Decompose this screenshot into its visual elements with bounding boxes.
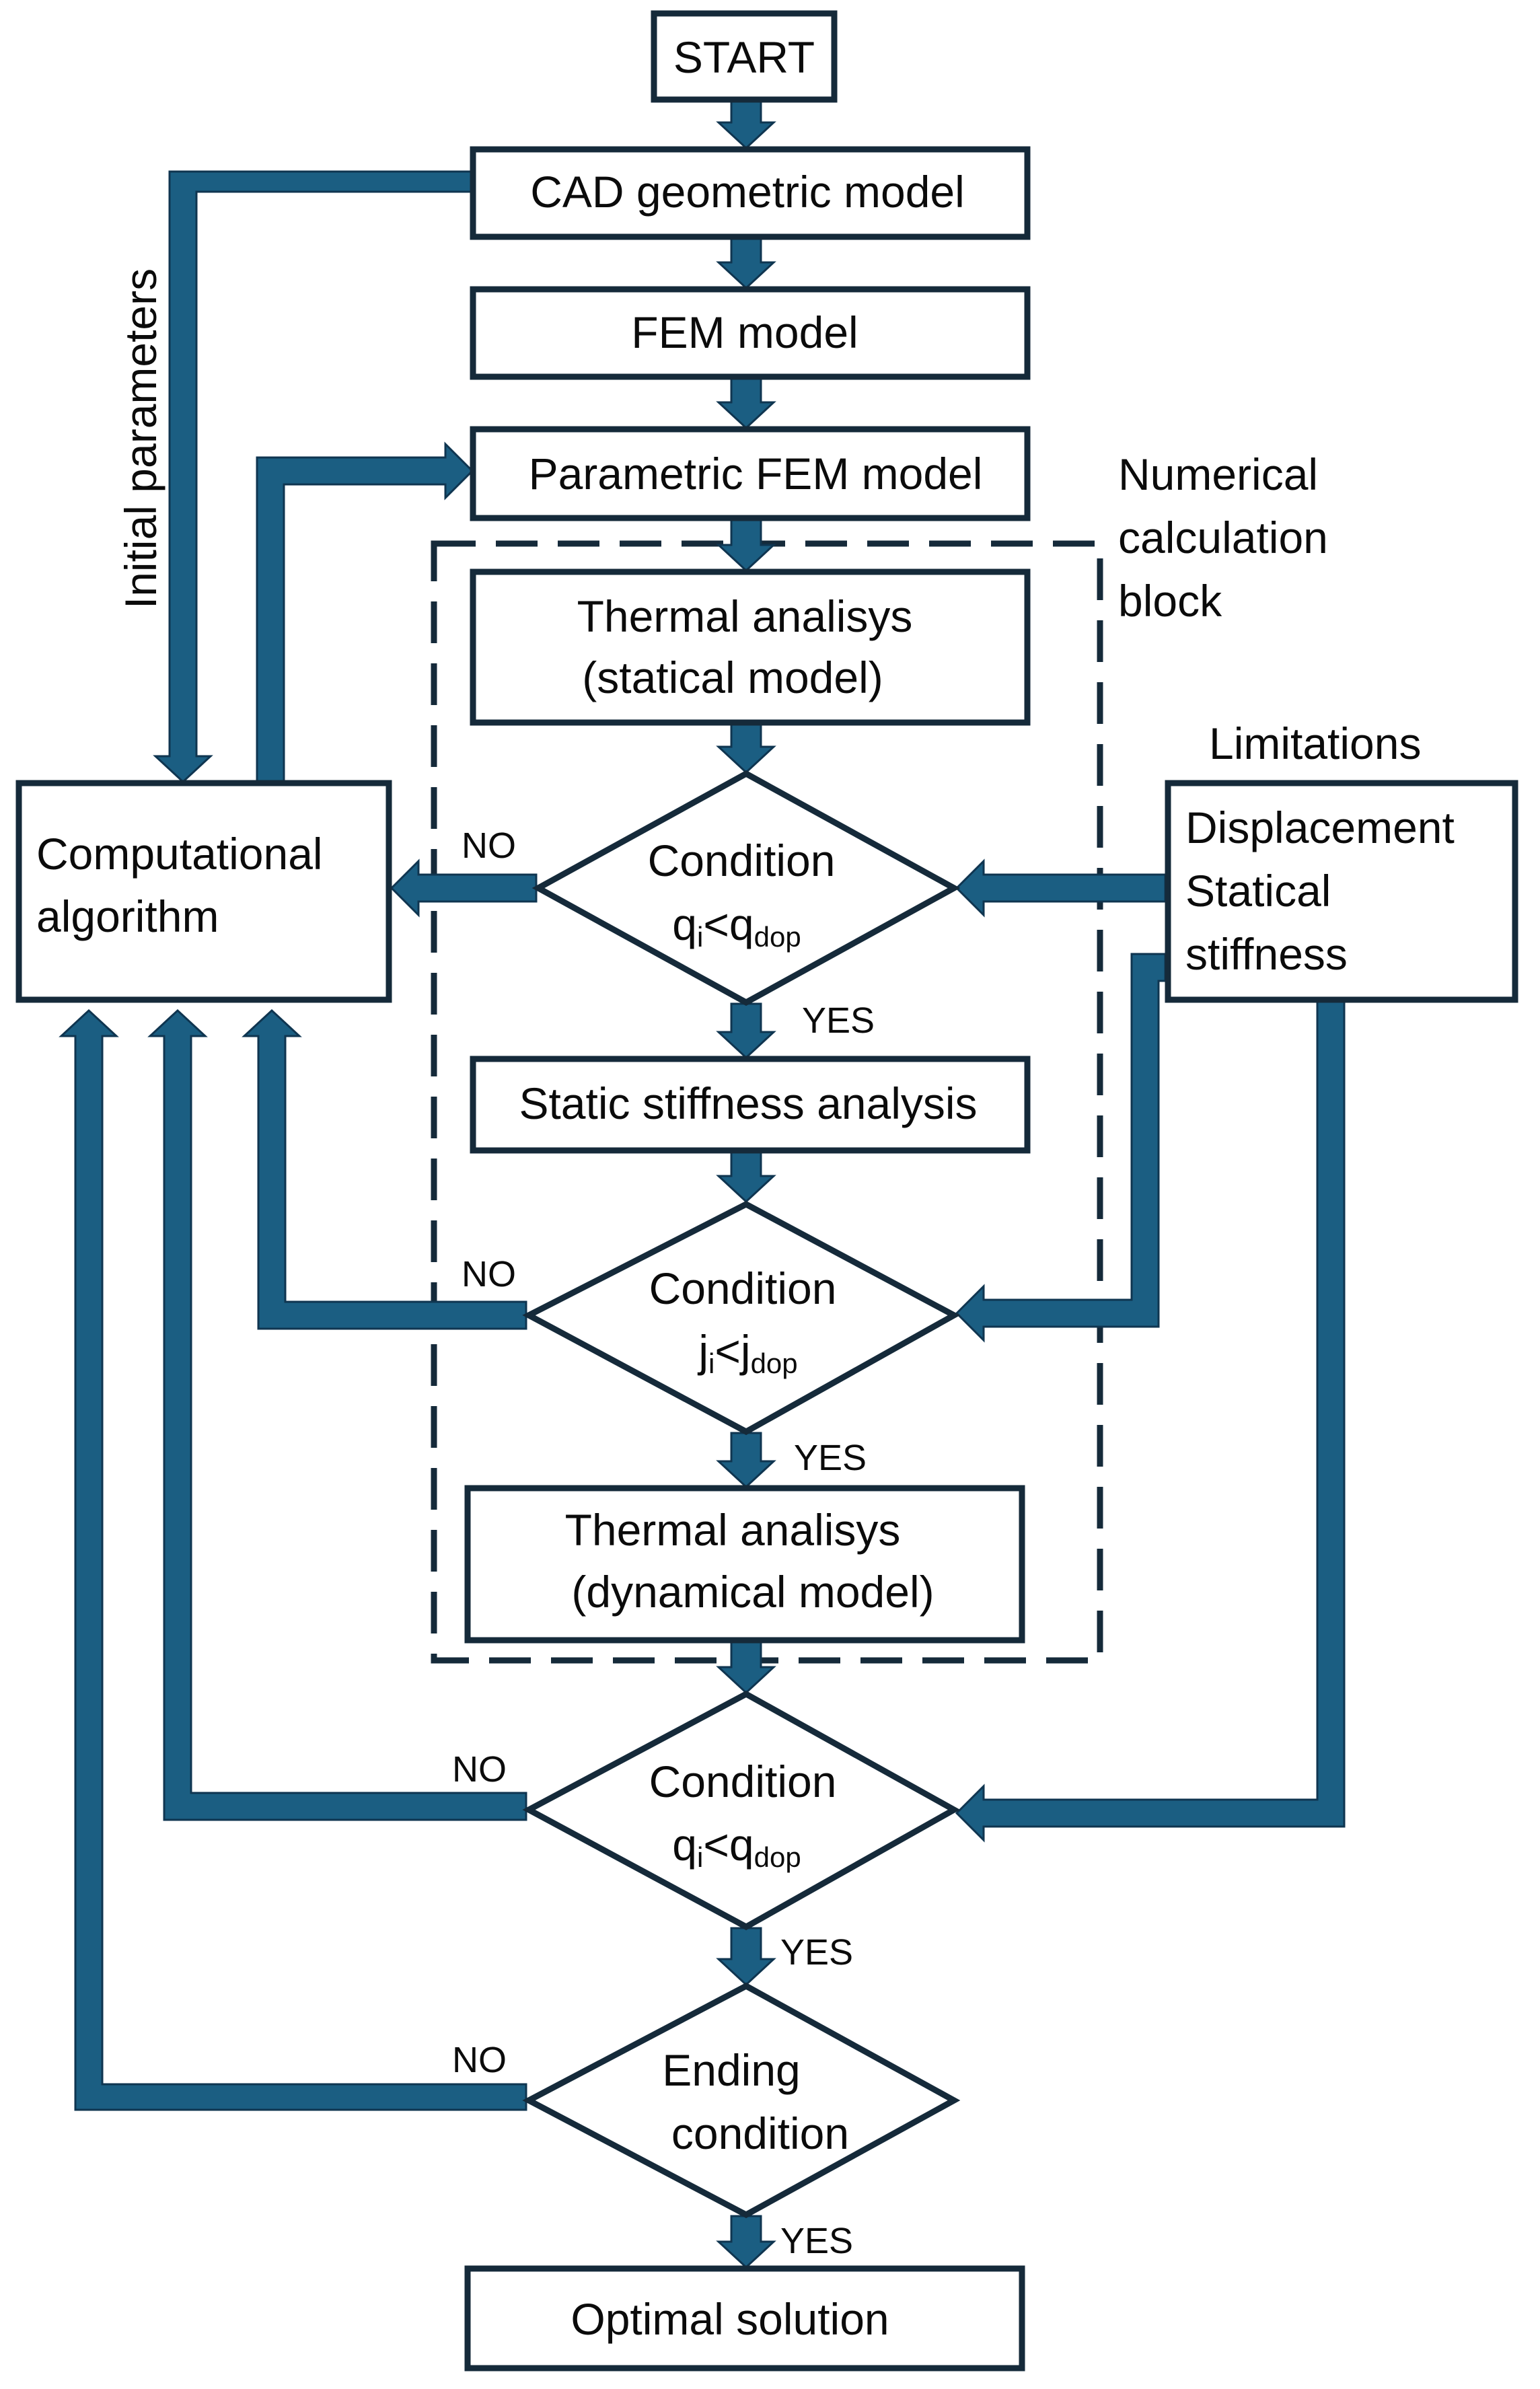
diamonds <box>522 770 961 2219</box>
arrow-start-to-cad <box>716 98 776 150</box>
ending-line2: condition <box>671 2108 849 2158</box>
cond1-line1: Condition <box>648 836 836 885</box>
arrow-thermal-to-cond1 <box>716 721 776 774</box>
numerical-block-frame <box>431 540 1103 1664</box>
static-stiff-box <box>470 1056 1031 1154</box>
arrow-limits-to-cond3 <box>955 998 1346 1843</box>
cad-box <box>470 146 1031 240</box>
arrow-initial-parameters <box>153 170 476 784</box>
ending-yes-label: YES <box>780 2221 853 2261</box>
limits-line1: Displacement <box>1185 803 1455 852</box>
thermal-static-line1: Thermal analisys <box>577 591 913 641</box>
boxes <box>15 10 1518 2372</box>
cond3-line1: Condition <box>649 1757 837 1806</box>
arrow-param-to-thermal <box>716 517 776 573</box>
arrow-cond1-to-static <box>716 1002 776 1060</box>
cond1-no-label: NO <box>462 825 516 866</box>
arrow-ending-no <box>59 1008 527 2111</box>
cond2-formula: ji<jdop <box>697 1326 797 1379</box>
arrow-cad-to-fem <box>716 235 776 290</box>
algorithm-box <box>15 780 392 1003</box>
cond3-yes-label: YES <box>780 1932 853 1973</box>
limits-box <box>1165 780 1518 1003</box>
optimal-box <box>464 2265 1025 2372</box>
arrow-limits-to-cond2 <box>955 953 1167 1343</box>
cond1-yes-label: YES <box>802 1000 875 1041</box>
arrow-algorithm-to-param <box>256 441 474 783</box>
limits-line3: stiffness <box>1185 929 1348 979</box>
cond1-formula: qi<qdop <box>672 899 801 953</box>
fem-label: FEM model <box>631 307 858 357</box>
arrow-cond3-no <box>147 1008 527 1821</box>
thermal-dyn-line2: (dynamical model) <box>571 1567 934 1617</box>
cond2-yes-label: YES <box>794 1438 867 1478</box>
cond2-no-label: NO <box>462 1254 516 1294</box>
cond3-formula: qi<qdop <box>672 1820 801 1873</box>
param-box <box>470 426 1031 521</box>
start-label: START <box>673 32 815 82</box>
arrow-thermaldyn-to-cond3 <box>716 1639 776 1695</box>
cond1-i: i <box>697 921 703 953</box>
arrow-cond1-no <box>390 858 538 918</box>
thermal-dyn-line1: Thermal analisys <box>565 1505 901 1555</box>
arrow-static-to-cond2 <box>716 1149 776 1204</box>
arrow-cond2-no <box>242 1008 527 1330</box>
cond3-q: q <box>672 1820 697 1870</box>
thermal-dyn-box <box>464 1485 1025 1644</box>
cond2-i: i <box>708 1348 714 1379</box>
limits-line2: Statical <box>1185 866 1331 916</box>
cond3-i: i <box>697 1841 703 1873</box>
ending-no-label: NO <box>452 2040 507 2080</box>
cond1-q: q <box>672 899 697 949</box>
cond1-lt: < <box>703 899 729 949</box>
algorithm-line1: Computational <box>36 829 323 879</box>
cond2-line1: Condition <box>649 1263 837 1313</box>
cad-label: CAD geometric model <box>530 167 965 217</box>
cond3-dop: dop <box>754 1841 801 1873</box>
cond1-dop: dop <box>754 921 801 953</box>
connectors <box>59 98 1346 2269</box>
numerical-label-line3: block <box>1118 576 1222 626</box>
cond2-lt: < <box>714 1326 741 1376</box>
cond1-q2: q <box>729 899 754 949</box>
param-label: Parametric FEM model <box>529 449 983 499</box>
arrow-cond2-to-thermaldyn <box>716 1432 776 1489</box>
optimal-label: Optimal solution <box>571 2294 889 2344</box>
initial-parameters-label: Initial parameters <box>116 268 166 609</box>
cond3-no-label: NO <box>452 1749 507 1790</box>
fem-box <box>470 286 1031 380</box>
numerical-label-line2: calculation <box>1118 513 1328 562</box>
cond3-q2: q <box>729 1820 754 1870</box>
cond2-dop: dop <box>751 1348 798 1379</box>
cond1-diamond <box>531 770 961 1006</box>
arrow-fem-to-param <box>716 375 776 430</box>
cond3-lt: < <box>703 1820 729 1870</box>
cond2-diamond <box>522 1200 961 1436</box>
thermal-static-box <box>470 568 1031 726</box>
start-box <box>651 10 838 103</box>
arrow-ending-to-optimal <box>716 2215 776 2269</box>
algorithm-line2: algorithm <box>36 891 219 941</box>
ending-line1: Ending <box>662 2045 801 2095</box>
thermal-static-line2: (statical model) <box>582 653 883 702</box>
arrow-limits-to-cond1 <box>955 858 1167 918</box>
limitations-label: Limitations <box>1209 719 1421 768</box>
arrow-cond3-to-ending <box>716 1927 776 1987</box>
numerical-label-line1: Numerical <box>1118 449 1318 499</box>
cond3-diamond <box>522 1690 961 1931</box>
cond2-j2: j <box>739 1326 751 1376</box>
static-stiff-label: Static stiffness analysis <box>519 1078 977 1128</box>
cond2-j: j <box>697 1326 708 1376</box>
ending-diamond <box>522 1982 961 2219</box>
